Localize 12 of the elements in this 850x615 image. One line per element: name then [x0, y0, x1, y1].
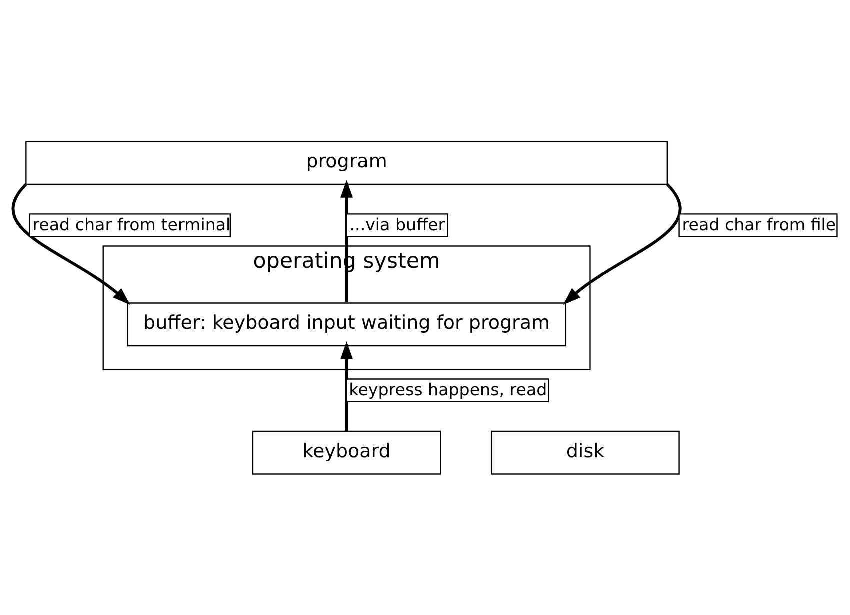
edge-label: read char from file: [682, 214, 836, 234]
edge-label: read char from terminal: [32, 214, 231, 234]
node-box: buffer: keyboard input waiting for program: [127, 302, 566, 346]
node-box: disk: [491, 430, 680, 474]
arrow: [12, 183, 130, 305]
arrow: [340, 180, 354, 302]
arrow: [563, 183, 682, 305]
arrow: [340, 341, 354, 431]
node-box: program: [26, 140, 668, 185]
edge-label: keypress happens, read: [349, 380, 548, 400]
node-box: keyboard: [252, 430, 442, 474]
edge-label: ...via buffer: [350, 214, 446, 234]
